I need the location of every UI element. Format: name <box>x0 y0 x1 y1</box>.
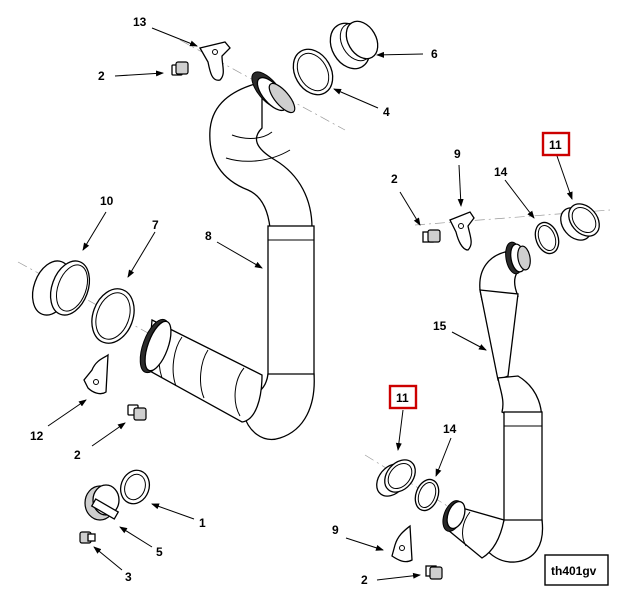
callout-11-lower: 11 <box>396 391 409 405</box>
callout-labels: 13 2 6 4 9 2 14 11 10 7 8 15 12 2 11 14 … <box>30 15 562 587</box>
callout-14-upper: 14 <box>494 165 508 179</box>
callout-5: 5 <box>156 545 163 559</box>
sleeve-6 <box>329 20 379 70</box>
sleeve-10 <box>31 260 91 316</box>
bracket-12 <box>83 353 109 395</box>
screw-2-right <box>422 229 441 243</box>
callout-10: 10 <box>100 194 114 208</box>
callout-9-upper: 9 <box>454 147 461 161</box>
callout-13: 13 <box>133 15 147 29</box>
callout-2-bottom: 2 <box>361 573 368 587</box>
callout-8: 8 <box>205 229 212 243</box>
callout-2-left: 2 <box>74 448 81 462</box>
sleeve-11-upper <box>560 203 600 241</box>
bracket-13 <box>199 41 231 81</box>
o-ring-14-upper <box>534 221 560 255</box>
callout-4: 4 <box>383 105 390 119</box>
highlight-box-11-upper <box>541 131 571 157</box>
tube-assembly-15 <box>442 241 544 563</box>
o-ring-7 <box>91 288 135 344</box>
highlight-box-11-lower <box>388 384 418 410</box>
callout-11-upper: 11 <box>549 138 562 152</box>
bracket-9-lower <box>391 524 413 563</box>
screw-2-top <box>171 61 189 76</box>
figure-code-box: th401gv <box>544 554 609 586</box>
bracket-9-upper <box>449 211 475 251</box>
callout-1: 1 <box>199 516 206 530</box>
callout-14-lower: 14 <box>443 422 457 436</box>
tube-assembly-8 <box>139 71 315 440</box>
leader-lines <box>47 27 573 581</box>
callout-2-right: 2 <box>391 172 398 186</box>
screw-3 <box>79 531 96 544</box>
o-ring-1 <box>119 469 151 505</box>
sleeve-11-lower <box>376 459 416 497</box>
callout-7: 7 <box>152 218 159 232</box>
cap-5 <box>84 484 120 521</box>
screw-2-left <box>127 404 147 421</box>
callout-15: 15 <box>433 319 447 333</box>
callout-12: 12 <box>30 429 44 443</box>
callout-6: 6 <box>431 47 438 61</box>
o-ring-4 <box>292 48 334 96</box>
callout-2-top: 2 <box>98 69 105 83</box>
callout-9-lower: 9 <box>332 523 339 537</box>
o-ring-14-lower <box>414 478 440 512</box>
screw-2-bottom <box>425 565 443 580</box>
callout-3: 3 <box>125 570 132 584</box>
figure-code: th401gv <box>551 564 597 578</box>
